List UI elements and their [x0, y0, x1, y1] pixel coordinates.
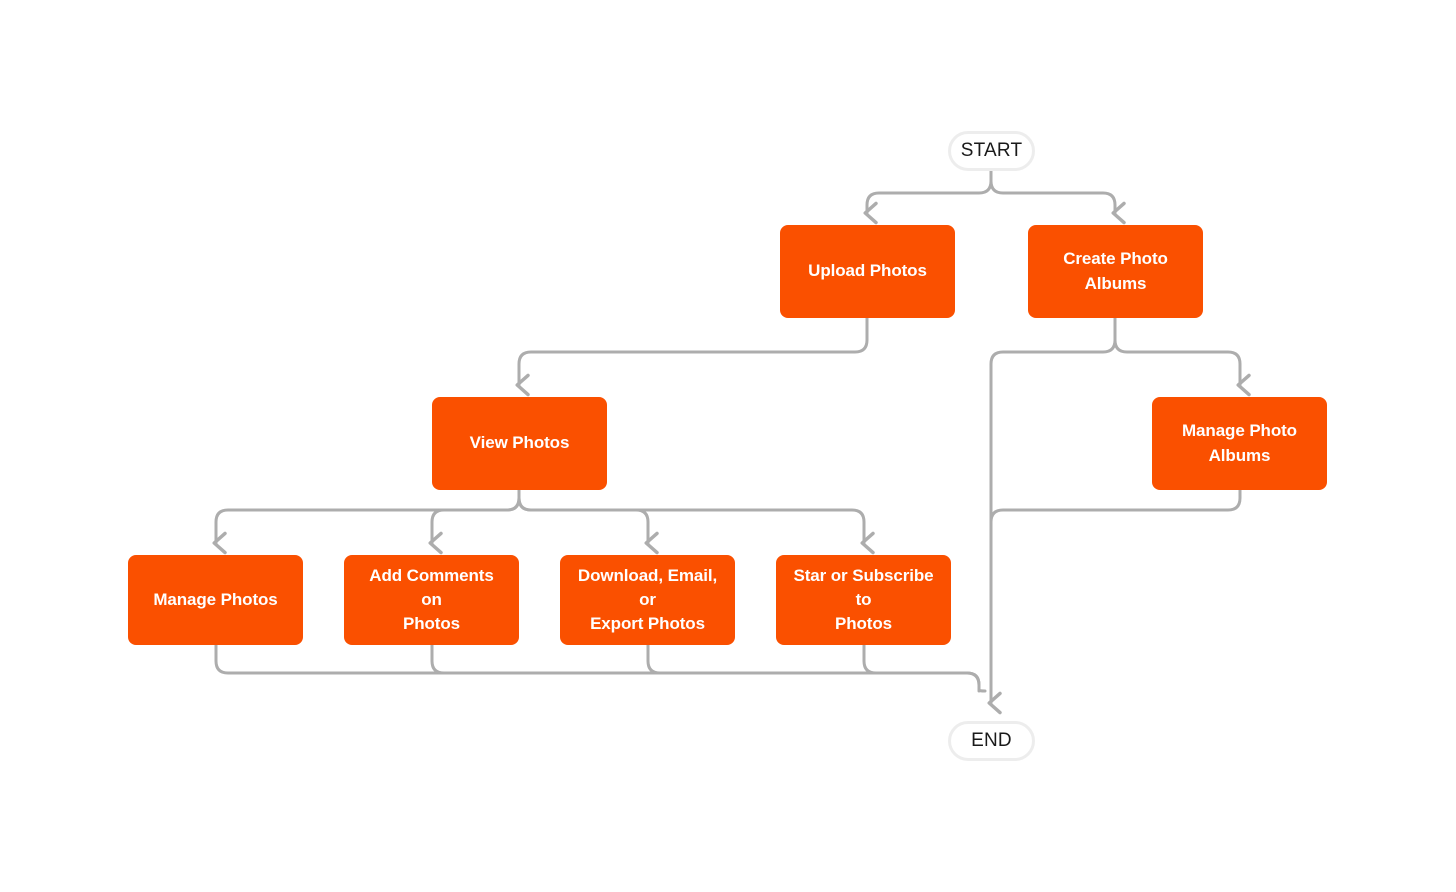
- edge-bus-to-end-trunk: [965, 671, 987, 693]
- edge-view-photos-to-star-subscribe: [517, 488, 875, 555]
- edge-create-photo-albums-to-manage-photo-albums: [1113, 316, 1251, 397]
- node-star-subscribe[interactable]: Star or Subscribe to Photos: [776, 555, 951, 645]
- node-manage-photo-albums-label: Manage Photo Albums: [1182, 421, 1297, 465]
- node-create-photo-albums[interactable]: Create Photo Albums: [1028, 225, 1203, 318]
- node-end-label: END: [971, 730, 1012, 751]
- edge-star-subscribe-to-end: [862, 643, 969, 675]
- edge-view-photos-to-manage-photos: [212, 488, 521, 555]
- edge-view-photos-to-download-email-export: [517, 488, 659, 555]
- edge-manage-photo-albums-to-end: [989, 488, 1242, 524]
- node-add-comments[interactable]: Add Comments on Photos: [344, 555, 519, 645]
- node-end[interactable]: END: [948, 721, 1035, 761]
- node-start[interactable]: START: [948, 131, 1035, 171]
- node-create-photo-albums-label: Create Photo Albums: [1063, 249, 1168, 293]
- node-download-email-export[interactable]: Download, Email, or Export Photos: [560, 555, 735, 645]
- node-star-subscribe-label: Star or Subscribe to Photos: [793, 565, 934, 634]
- edge-view-photos-to-add-comments: [428, 488, 521, 555]
- node-manage-photo-albums[interactable]: Manage Photo Albums: [1152, 397, 1327, 490]
- edge-manage-photos-to-end: [214, 643, 981, 693]
- edge-add-comments-to-end: [430, 643, 969, 675]
- node-manage-photos-label: Manage Photos: [153, 589, 278, 609]
- node-start-label: START: [960, 140, 1023, 161]
- node-view-photos-label: View Photos: [469, 433, 570, 453]
- edge-start-to-upload-photos: [863, 169, 993, 225]
- node-add-comments-label: Add Comments on Photos: [369, 565, 494, 634]
- edge-create-photo-albums-to-end: [987, 316, 1117, 715]
- edge-upload-photos-to-view-photos: [515, 316, 869, 397]
- node-upload-photos[interactable]: Upload Photos: [780, 225, 955, 318]
- node-download-email-export-label: Download, Email, or Export Photos: [577, 565, 718, 634]
- edge-download-email-export-to-end: [646, 643, 969, 675]
- node-manage-photos[interactable]: Manage Photos: [128, 555, 303, 645]
- node-view-photos[interactable]: View Photos: [432, 397, 607, 490]
- node-upload-photos-label: Upload Photos: [808, 261, 927, 281]
- edge-start-to-create-photo-albums: [989, 169, 1126, 225]
